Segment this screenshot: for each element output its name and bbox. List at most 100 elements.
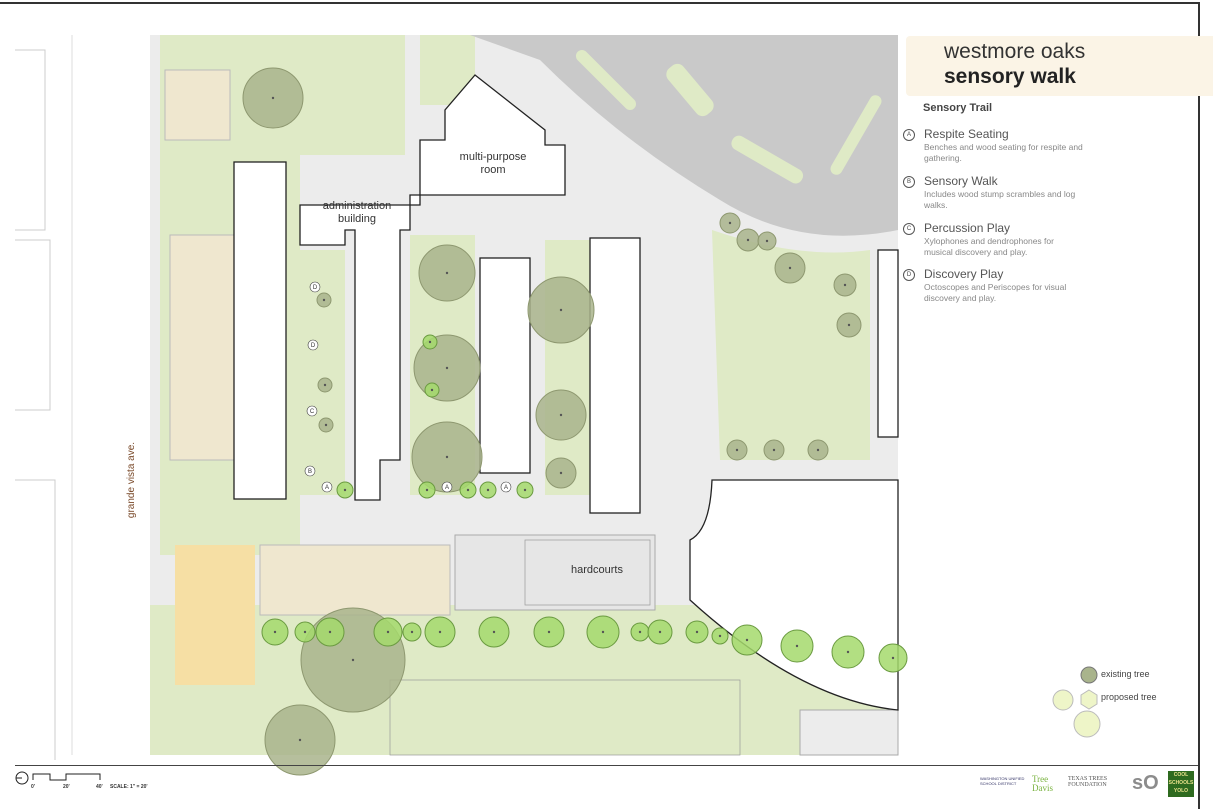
tree-center	[746, 238, 750, 242]
tree-center	[386, 630, 390, 634]
tree-center	[638, 630, 642, 634]
building	[479, 257, 531, 474]
label-multipurpose: multi-purpose	[460, 151, 527, 163]
legend-title: Percussion Play	[924, 221, 1011, 235]
trail-marker-a: A	[504, 485, 508, 491]
curb-lines	[15, 49, 56, 760]
trail-markers: D D C B A A A	[304, 281, 512, 493]
tree-center	[735, 448, 739, 452]
building	[877, 249, 899, 438]
administration-building	[299, 74, 566, 501]
sensory-trail-lawn	[300, 250, 345, 495]
tree-center	[323, 383, 327, 387]
tree-center	[445, 455, 449, 459]
legend-desc: Includes wood stump scrambles and log wa…	[924, 189, 1076, 210]
parking-island	[830, 95, 882, 175]
label-admin-2: building	[338, 213, 376, 225]
field-lines	[389, 679, 741, 756]
building	[589, 237, 641, 514]
tree-center	[425, 488, 429, 492]
logo-texas-trees: TEXAS TREES FOUNDATION	[1068, 776, 1108, 788]
tree-center	[445, 366, 449, 370]
tree-center	[438, 630, 442, 634]
tree-center	[430, 388, 434, 392]
tree-center	[795, 644, 799, 648]
court-lines	[524, 539, 651, 606]
tree-center	[601, 630, 605, 634]
label-admin: administration	[323, 200, 391, 212]
tree-center	[523, 488, 527, 492]
label-multipurpose-2: room	[480, 164, 505, 176]
logo-so: sO	[1132, 772, 1159, 794]
tree-center	[466, 488, 470, 492]
tree-center	[271, 96, 275, 100]
parking-island	[731, 135, 804, 184]
legend-title: Sensory Walk	[924, 174, 998, 188]
legend-desc: Benches and wood seating for respite and…	[924, 142, 1083, 163]
proposed-tree-icon	[1052, 689, 1074, 711]
proposed-tree-icon	[1073, 710, 1101, 738]
tree-center	[847, 323, 851, 327]
badge-b-icon: B	[903, 176, 915, 188]
trail-marker-d: D	[313, 285, 318, 291]
logo-wusd: WASHINGTON UNIFIED SCHOOL DISTRICT	[980, 776, 1025, 786]
tree-center	[273, 630, 277, 634]
tree-center	[745, 638, 749, 642]
tree-center	[298, 738, 302, 742]
logo-tree-davis: Tree Davis	[1032, 774, 1053, 793]
legend-proposed-tree: proposed tree	[1101, 692, 1157, 702]
tree-center	[343, 488, 347, 492]
trail-marker-a: A	[445, 485, 449, 491]
hardcourts	[454, 534, 656, 611]
tree-center	[351, 658, 355, 662]
tree-center	[559, 413, 563, 417]
tree-center	[658, 630, 662, 634]
play-area	[169, 234, 236, 461]
tree-center	[816, 448, 820, 452]
legend-title: Discovery Play	[924, 267, 1004, 281]
play-area	[259, 544, 451, 616]
tree-center	[547, 630, 551, 634]
tree-center	[559, 308, 563, 312]
lawn	[300, 35, 405, 155]
scale-tick: 20'	[63, 784, 70, 790]
lawn-east	[712, 230, 870, 460]
tree-center	[410, 630, 414, 634]
tree-center	[846, 650, 850, 654]
tree-center	[492, 630, 496, 634]
tree-center	[428, 340, 432, 344]
tree-center	[328, 630, 332, 634]
legend-heading: Sensory Trail	[923, 102, 993, 114]
paved-area	[799, 709, 899, 756]
badge-d-icon: D	[903, 269, 915, 281]
legend-title: Respite Seating	[924, 127, 1009, 141]
legend-existing-tree: existing tree	[1101, 669, 1150, 679]
tree-center	[728, 221, 732, 225]
tree-center	[891, 656, 895, 660]
tree-center	[322, 298, 326, 302]
badge-a-icon: A	[903, 129, 915, 141]
tree-center	[695, 630, 699, 634]
tree-center	[445, 271, 449, 275]
footer-divider	[15, 765, 1198, 766]
tree-center	[765, 239, 769, 243]
trail-marker-d: D	[311, 343, 316, 349]
trees	[242, 67, 908, 776]
parking-island	[666, 63, 714, 117]
tree-center	[843, 283, 847, 287]
title-box	[906, 36, 1213, 96]
trail-marker-c: C	[310, 409, 315, 415]
play-area	[164, 69, 231, 141]
title-line2: sensory walk	[944, 65, 1076, 88]
label-hardcourts: hardcourts	[571, 564, 623, 576]
scale-label: SCALE: 1" = 20'	[110, 784, 148, 790]
building	[233, 161, 287, 500]
existing-tree-icon	[1080, 666, 1098, 684]
trail-marker-b: B	[308, 469, 312, 475]
label-street: grande vista ave.	[126, 442, 137, 518]
legend-desc: Xylophones and dendrophones for musical …	[924, 236, 1054, 257]
badge-c-icon: C	[903, 223, 915, 235]
tree-center	[559, 471, 563, 475]
